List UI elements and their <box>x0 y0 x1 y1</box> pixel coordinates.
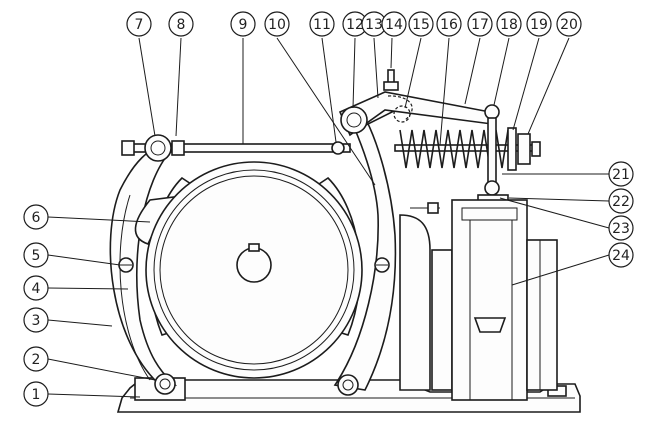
callout-label-9: 9 <box>239 17 248 33</box>
callout-label-13: 13 <box>365 17 383 33</box>
callout-4: 4 <box>23 275 49 301</box>
callout-18: 18 <box>496 11 522 37</box>
callout-label-3: 3 <box>32 313 41 329</box>
pull-rod <box>410 117 509 214</box>
callout-label-14: 14 <box>385 17 403 33</box>
shoe-pins <box>118 257 390 273</box>
thruster <box>399 199 558 401</box>
callout-11: 11 <box>309 11 335 37</box>
callout-20: 20 <box>556 11 582 37</box>
callout-label-15: 15 <box>412 17 430 33</box>
callout-7: 7 <box>126 11 152 37</box>
callout-label-1: 1 <box>32 387 41 403</box>
callout-label-22: 22 <box>612 194 630 210</box>
callout-label-11: 11 <box>313 17 331 33</box>
callout-2: 2 <box>23 346 49 372</box>
callout-label-12: 12 <box>346 17 364 33</box>
callout-6: 6 <box>23 204 49 230</box>
callout-23: 23 <box>608 215 634 241</box>
callout-label-8: 8 <box>177 17 186 33</box>
callout-label-21: 21 <box>612 167 630 183</box>
callout-label-5: 5 <box>32 248 41 264</box>
callout-19: 19 <box>526 11 552 37</box>
callout-8: 8 <box>168 11 194 37</box>
callout-3: 3 <box>23 307 49 333</box>
upper-lever <box>338 69 500 137</box>
callout-22: 22 <box>608 188 634 214</box>
callout-label-19: 19 <box>530 17 548 33</box>
callout-13: 13 <box>361 11 387 37</box>
callout-16: 16 <box>436 11 462 37</box>
callout-14: 14 <box>381 11 407 37</box>
leader-lines <box>47 37 610 398</box>
callout-label-23: 23 <box>612 221 630 237</box>
spring-assembly <box>394 127 541 171</box>
callout-label-7: 7 <box>135 17 144 33</box>
callout-label-17: 17 <box>471 17 489 33</box>
callout-24: 24 <box>608 242 634 268</box>
brake-drum <box>145 161 363 379</box>
callout-17: 17 <box>467 11 493 37</box>
callout-21: 21 <box>608 161 634 187</box>
callout-label-24: 24 <box>612 248 630 264</box>
callout-5: 5 <box>23 242 49 268</box>
callout-label-18: 18 <box>500 17 518 33</box>
callout-label-10: 10 <box>268 17 286 33</box>
pivot-pins <box>154 373 359 396</box>
callout-label-16: 16 <box>440 17 458 33</box>
callout-label-2: 2 <box>32 352 41 368</box>
callout-10: 10 <box>264 11 290 37</box>
callout-label-20: 20 <box>560 17 578 33</box>
tie-rod <box>121 134 351 162</box>
callout-label-6: 6 <box>32 210 41 226</box>
callout-9: 9 <box>230 11 256 37</box>
callout-label-4: 4 <box>32 281 41 297</box>
callout-1: 1 <box>23 381 49 407</box>
callout-15: 15 <box>408 11 434 37</box>
